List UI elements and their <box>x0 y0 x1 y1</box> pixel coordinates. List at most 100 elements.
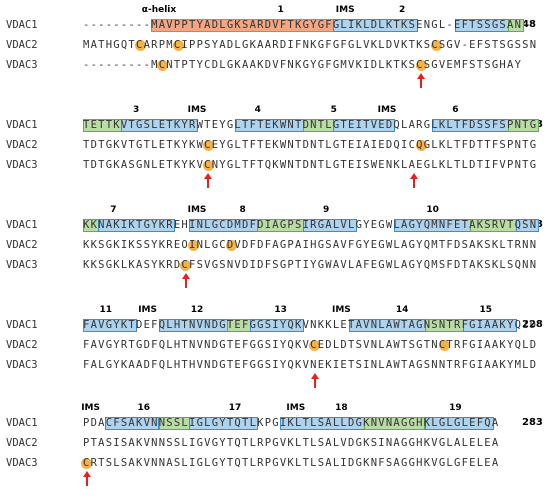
segment-highlight-blue <box>333 19 418 32</box>
sequence-name: VDAC1 <box>6 417 38 429</box>
segment-highlight-green <box>508 19 525 32</box>
cysteine-marker <box>309 340 321 351</box>
sequence-name: VDAC1 <box>6 19 38 31</box>
segment-label: 15 <box>479 305 493 315</box>
segment-highlight-blue <box>249 319 304 332</box>
sequence-name: VDAC2 <box>6 239 38 251</box>
sequence-text: KKSGKLKASYKRDCFSVGSNVDIDFSGPTIYGWAVLAFEG… <box>83 259 538 271</box>
segment-label: 8 <box>239 205 246 215</box>
sequence-text: TDTGKASGNLETKYKVCNYGLTFTQKWNTDNTLGTEISWE… <box>83 159 538 171</box>
arrow-shaft <box>412 179 415 188</box>
cysteine-marker <box>415 60 427 71</box>
sequence-name: VDAC1 <box>6 319 38 331</box>
segment-highlight-green <box>508 119 540 132</box>
sequence-name: VDAC3 <box>6 59 38 71</box>
segment-label: 4 <box>254 105 261 115</box>
arrow-up-icon <box>204 173 213 179</box>
segment-label: 12 <box>190 305 204 315</box>
sequence-name: VDAC1 <box>6 219 38 231</box>
sequence-name: VDAC3 <box>6 359 38 371</box>
sequence-name: VDAC1 <box>6 119 38 131</box>
segment-label: 17 <box>228 403 242 413</box>
sequence-name: VDAC2 <box>6 339 38 351</box>
segment-label: 2 <box>399 5 406 15</box>
segment-label: 16 <box>137 403 151 413</box>
cysteine-marker <box>81 458 93 469</box>
segment-label: 14 <box>395 305 409 315</box>
arrow-up-icon <box>417 73 426 79</box>
cysteine-marker <box>187 240 199 251</box>
cysteine-marker <box>134 40 146 51</box>
segment-highlight-blue <box>97 219 175 232</box>
cysteine-marker <box>180 260 192 271</box>
segment-label: IMS <box>335 5 355 15</box>
segment-label: α-helix <box>141 5 177 15</box>
arrow-up-icon <box>181 273 190 279</box>
sequence-text: FALGYKAADFQLHTHVNDGTEFGGSIYQKVNEKIETSINL… <box>83 359 538 371</box>
segment-label: IMS <box>81 403 100 413</box>
cysteine-marker <box>430 40 442 51</box>
segment-highlight-blue <box>333 119 396 132</box>
sequence-text: ---------MAVPPTYADLGKSARDVFTKGYGFGLIKLDL… <box>83 19 523 31</box>
sequence-text: FAVGYKTDEFQLHTNVNDGTEFGGSIYQKVNKKLETAVNL… <box>83 319 538 331</box>
segment-highlight-blue <box>462 319 517 332</box>
sequence-text: MATHGQTCARPMCIPPSYADLGKAARDIFNKGFGFGLVKL… <box>83 39 538 51</box>
arrow-shaft <box>313 379 316 388</box>
residue-end-number: 283 <box>522 417 543 428</box>
arrow-up-icon <box>82 471 91 477</box>
segment-label: 7 <box>110 205 117 215</box>
cysteine-marker <box>415 140 427 151</box>
segment-highlight-blue <box>515 219 540 232</box>
segment-label: IMS <box>187 205 207 215</box>
segment-label: 5 <box>330 105 337 115</box>
sequence-text: TDTGKVTGTLETKYKWCEYGLTFTEKWNTDNTLGTEIAIE… <box>83 139 538 151</box>
arrow-shaft <box>184 279 187 288</box>
segment-highlight-blue <box>424 417 494 430</box>
segment-label: IMS <box>187 105 207 115</box>
segment-label: IMS <box>331 305 351 315</box>
segment-highlight-blue <box>302 219 358 232</box>
cysteine-marker <box>438 340 450 351</box>
segment-highlight-blue <box>120 119 198 132</box>
sequence-name: VDAC2 <box>6 437 38 449</box>
segment-highlight-blue <box>82 319 137 332</box>
residue-end-number: 48 <box>522 19 536 30</box>
segment-highlight-blue <box>188 417 259 430</box>
segment-label: 13 <box>274 305 287 315</box>
cysteine-marker <box>157 60 169 71</box>
sequence-text: PTASISAKVNNSSLIGVGYTQTLRPGVKLTLSALVDGKSI… <box>83 437 500 449</box>
sequence-name: VDAC3 <box>6 159 38 171</box>
arrow-shaft <box>420 79 423 88</box>
segment-label: 1 <box>277 5 284 15</box>
segment-label: 10 <box>426 205 439 215</box>
segment-label: 9 <box>323 205 330 215</box>
sequence-text: CRTSLSAKVNNASLIGLGYTQTLRPGVKLTLSALIDGKNF… <box>83 457 500 469</box>
sequence-name: VDAC2 <box>6 39 38 51</box>
sequence-text: FAVGYRTGDFQLHTNVNDGTEFGGSIYQKVCEDLDTSVNL… <box>83 339 538 351</box>
segment-label: 19 <box>449 403 462 413</box>
segment-label: 6 <box>452 105 459 115</box>
sequence-text: KKNAKIKTGYKREHINLGCDMDFDIAGPSIRGALVLGYEG… <box>83 219 538 231</box>
segment-label: IMS <box>138 305 157 315</box>
sequence-name: VDAC3 <box>6 457 38 469</box>
residue-end-number: 228 <box>522 319 543 330</box>
cysteine-marker <box>225 240 237 251</box>
segment-label: IMS <box>377 105 397 115</box>
sequence-name: VDAC2 <box>6 139 38 151</box>
cysteine-marker <box>202 160 214 171</box>
cysteine-marker <box>202 140 214 151</box>
sequence-text: PDACFSAKVNNSSLIGLGYTQTLKPGIKLTLSALLDGKNV… <box>83 417 500 429</box>
sequence-text: KKSGKIKSSYKREOINLGCDVDFDFAGPAIHGSAVFGYEG… <box>83 239 538 251</box>
segment-label: 3 <box>133 105 140 115</box>
arrow-up-icon <box>409 173 418 179</box>
arrow-shaft <box>207 179 210 188</box>
segment-label: IMS <box>286 403 306 413</box>
sequence-text: TETTKVTGSLETKYRWTEYGLTFTEKWNTDNTLGTEITVE… <box>83 119 538 131</box>
sequence-text: ---------MCNTPTYCDLGKAAKDVFNKGYGFGMVKIDL… <box>83 59 523 71</box>
segment-label: 18 <box>335 403 348 413</box>
cysteine-marker <box>172 40 184 51</box>
arrow-shaft <box>85 477 88 486</box>
segment-label: 11 <box>99 305 113 315</box>
sequence-name: VDAC3 <box>6 259 38 271</box>
